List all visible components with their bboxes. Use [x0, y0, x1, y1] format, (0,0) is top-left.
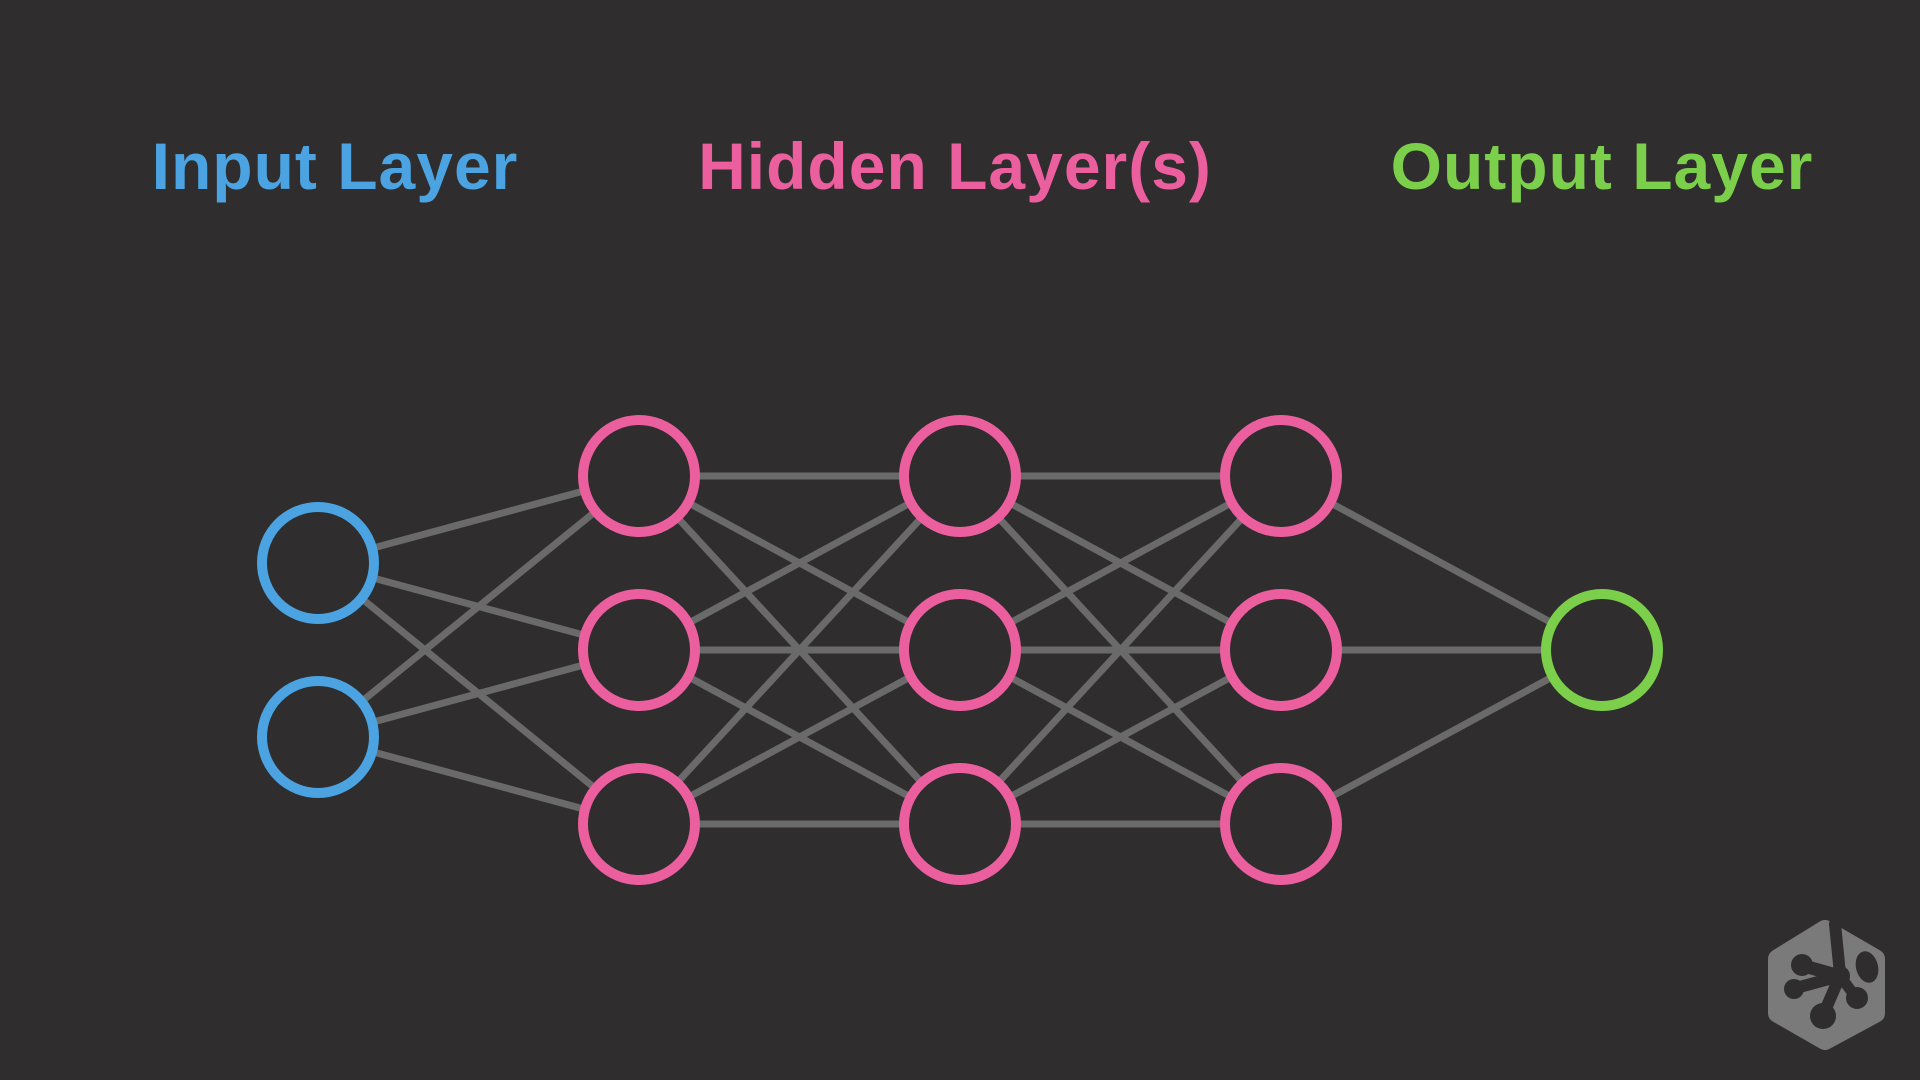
node-hidden-2-1 [899, 415, 1021, 537]
node-hidden-2-3 [899, 763, 1021, 885]
node-hidden-3-3 [1220, 763, 1342, 885]
node-output-1 [1541, 589, 1663, 711]
logo-branch-cutout [1784, 918, 1879, 1029]
node-input-2 [257, 676, 379, 798]
edge-input-2-to-hidden-1-1 [315, 473, 642, 740]
node-input-1 [257, 502, 379, 624]
edge-hidden-1-3-to-hidden-2-1 [636, 473, 963, 827]
node-hidden-1-3 [578, 763, 700, 885]
node-hidden-3-2 [1220, 589, 1342, 711]
input-layer-label: Input Layer [151, 129, 519, 203]
edge-hidden-2-3-to-hidden-3-1 [957, 473, 1284, 827]
node-hidden-1-1 [578, 415, 700, 537]
hidden-layer-label: Hidden Layer(s) [698, 129, 1212, 203]
treehouse-logo [1768, 918, 1885, 1050]
node-hidden-2-2 [899, 589, 1021, 711]
node-hidden-3-1 [1220, 415, 1342, 537]
node-hidden-1-2 [578, 589, 700, 711]
output-layer-label: Output Layer [1390, 129, 1814, 203]
